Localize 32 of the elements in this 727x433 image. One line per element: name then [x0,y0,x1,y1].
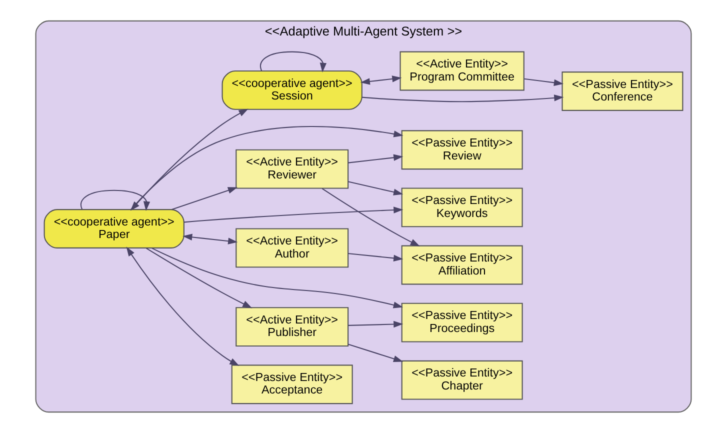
arrow [130,126,404,210]
node-box: <<Passive Entity>> Keywords [401,188,523,228]
arrow [126,246,240,366]
arrow [348,320,404,328]
node-box: <<cooperative agent>> Paper [44,209,184,248]
node-box: <<Passive Entity>> Chapter [401,360,523,400]
node-box: <<Passive Entity>> Proceedings [401,302,523,342]
arrow [348,154,404,164]
node-box: <<Active Entity>> Author [236,228,349,268]
arrow [172,187,238,210]
arrow [80,190,150,212]
arrow [322,188,420,246]
arrow [184,206,404,223]
node-box: <<Passive Entity>> Acceptance [231,364,353,404]
arrow [360,76,402,85]
arrow [524,78,564,86]
node-box: <<Active Entity>> Reviewer [236,149,349,189]
arrow [348,253,404,262]
node-box: <<Passive Entity>> Review [401,130,523,170]
arrow [260,51,327,72]
arrow [182,234,238,244]
arrow [152,248,404,308]
arrow [146,248,252,308]
node-box: <<cooperative agent>> Session [222,70,362,110]
node-box: <<Active Entity>> Publisher [236,307,349,347]
node-box: <<Passive Entity>> Conference [562,72,684,111]
arrow [130,108,248,211]
arrow [362,94,564,102]
node-box: <<Passive Entity>> Affiliation [401,245,523,285]
arrow [348,181,404,196]
node-box: <<Active Entity>> Program Committee [400,51,524,91]
arrow [348,344,404,362]
